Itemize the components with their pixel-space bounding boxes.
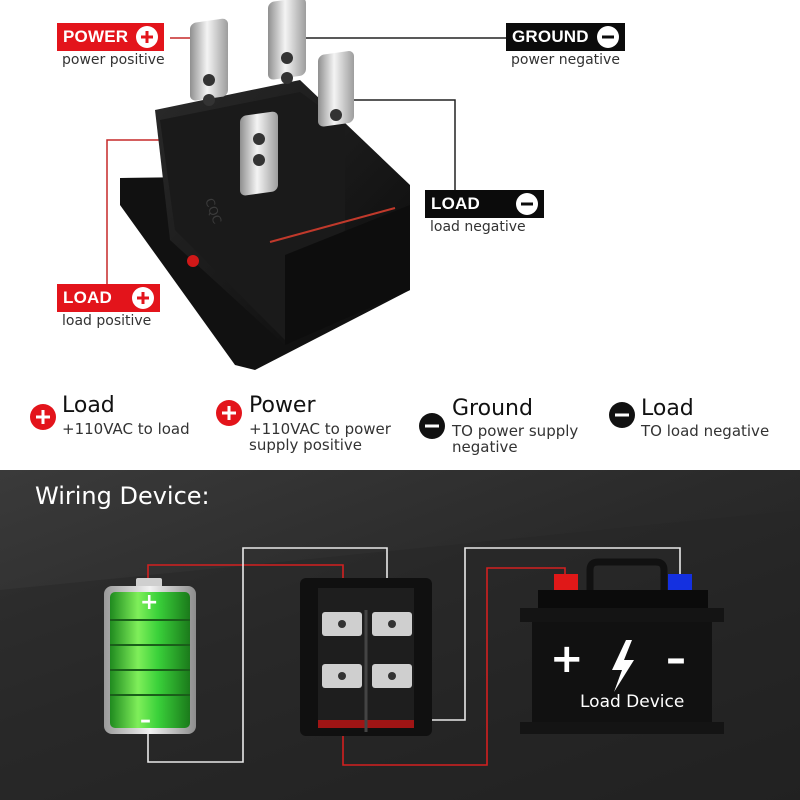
ground-tag-label: GROUND <box>512 27 589 46</box>
load-device-label: Load Device <box>580 692 685 712</box>
power-tag-label: POWER <box>63 27 129 46</box>
legend-load-neg-text: TO load negative <box>641 422 770 440</box>
load-minus-label: – <box>666 636 686 682</box>
ground-tag: GROUND <box>506 23 625 51</box>
ground-sub: power negative <box>511 52 620 68</box>
load-positive-tag: LOAD <box>57 284 160 312</box>
legend-ground-text-1: TO power supply <box>452 422 579 440</box>
load-device <box>520 558 724 734</box>
terminal-ground <box>268 0 306 84</box>
load-positive-sub: load positive <box>62 313 152 329</box>
switch-illustration: CQC <box>106 0 508 370</box>
legend-ground-text-2: negative <box>452 438 518 456</box>
load-plus-label: + <box>550 636 584 682</box>
leader-ground <box>284 37 508 55</box>
legend-load-neg-title: Load <box>641 396 694 421</box>
minus-icon <box>515 193 538 215</box>
minus-icon <box>609 402 635 428</box>
load-negative-sub: load negative <box>430 219 526 235</box>
terminal-power <box>190 18 228 106</box>
load-negative-tag-label: LOAD <box>431 194 480 213</box>
legend-ground-title: Ground <box>452 396 533 421</box>
legend-power-text-2: supply positive <box>249 436 363 454</box>
indicator-led <box>187 255 199 267</box>
battery-minus-label: – <box>140 708 151 733</box>
legend-power-title: Power <box>249 393 316 418</box>
plus-icon <box>216 400 242 426</box>
leader-load-neg <box>350 99 456 190</box>
terminal-load-positive <box>240 111 278 196</box>
battery <box>104 578 196 734</box>
legend-load-title: Load <box>62 393 115 418</box>
wire-battery-minus <box>147 547 388 763</box>
wire-load-plus <box>342 567 566 766</box>
legend-power-text-1: +110VAC to power <box>249 420 391 438</box>
wiring-diagram <box>0 510 800 800</box>
load-negative-tag: LOAD <box>425 190 544 218</box>
terminal-load-negative <box>318 51 354 127</box>
legend-load-text: +110VAC to load <box>62 420 190 438</box>
power-tag: POWER <box>57 23 165 51</box>
minus-icon <box>419 413 445 439</box>
plus-icon <box>136 26 159 48</box>
battery-plus-label: + <box>140 590 159 615</box>
load-positive-tag-label: LOAD <box>63 288 112 307</box>
wiring-title: Wiring Device: <box>35 482 210 510</box>
power-sub: power positive <box>62 52 165 68</box>
plus-icon <box>131 287 154 309</box>
plus-icon <box>30 404 56 430</box>
switch-back-view <box>300 578 432 736</box>
minus-icon <box>596 26 619 48</box>
